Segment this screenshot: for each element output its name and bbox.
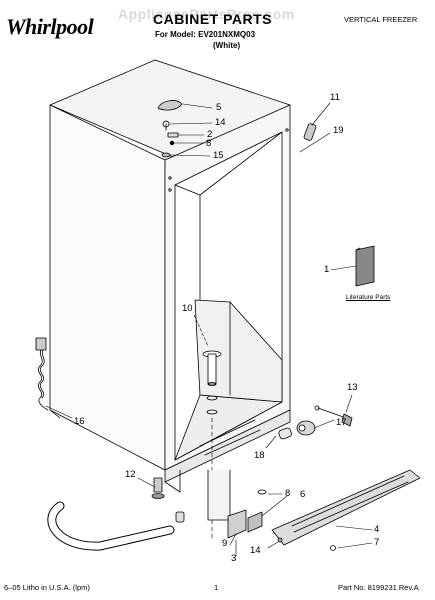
- document-type: VERTICAL FREEZER: [344, 15, 418, 24]
- hinge-parts: [157, 100, 183, 158]
- cabinet-body: [49, 59, 291, 493]
- callout-19: 19: [333, 125, 344, 136]
- power-cord: [35, 337, 49, 411]
- footer-part-number: Part No. 8199231 Rev.A: [338, 583, 419, 592]
- callout-10: 10: [182, 303, 193, 314]
- callout-9: 9: [222, 538, 228, 549]
- literature-parts-label: Literature Parts: [346, 294, 391, 301]
- callout-12: 12: [125, 469, 136, 480]
- callout-5: 5: [216, 102, 222, 113]
- page-title: CABINET PARTS: [153, 11, 273, 27]
- toe-grille: [271, 469, 421, 551]
- callout-14: 14: [250, 545, 261, 556]
- parts-13-17-18: [278, 405, 353, 440]
- callout-11: 11: [330, 92, 340, 103]
- footer-page-number: 1: [214, 583, 219, 592]
- brand-logo: Whirlpool: [6, 14, 94, 39]
- leader-lines: [45, 102, 373, 557]
- callout-14: 14: [215, 117, 226, 128]
- callout-15: 15: [213, 150, 224, 161]
- small-parts-right: [303, 123, 375, 287]
- footer-print-info: 6–05 Litho in U.S.A. (lpm): [4, 583, 90, 592]
- model-line: For Model: EV201NXMQ03: [155, 30, 256, 39]
- callout-8: 8: [206, 138, 212, 149]
- callout-7: 7: [374, 537, 380, 548]
- watermark: AppliancePartsPros.com: [118, 6, 295, 22]
- callout-8: 8: [285, 488, 291, 499]
- drain-hose-assembly: [47, 469, 283, 551]
- callout-17: 17: [336, 417, 347, 428]
- drain-trough: [194, 299, 283, 415]
- callout-3: 3: [231, 553, 237, 564]
- callout-6: 6: [300, 489, 306, 500]
- callout-16: 16: [74, 416, 85, 427]
- callout-2: 2: [207, 129, 213, 140]
- callout-4: 4: [374, 524, 380, 535]
- callout-1: 1: [324, 264, 330, 275]
- color-line: (White): [213, 41, 241, 50]
- callout-13: 13: [347, 382, 358, 393]
- callout-18: 18: [254, 450, 265, 461]
